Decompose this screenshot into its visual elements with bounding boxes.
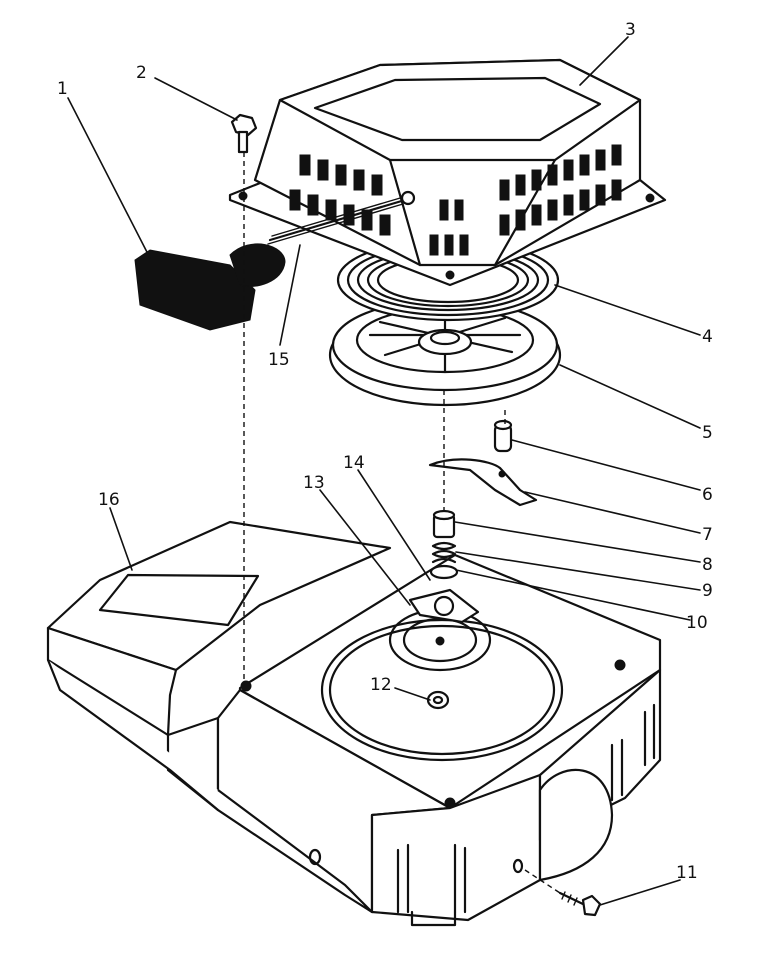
alignment-lines bbox=[243, 152, 561, 894]
callout-1: 1 bbox=[57, 79, 68, 99]
retainer-part bbox=[408, 588, 480, 624]
callout-8: 8 bbox=[702, 555, 713, 575]
callout-5: 5 bbox=[702, 423, 713, 443]
screw-part bbox=[558, 891, 602, 917]
leader-lines bbox=[67, 36, 701, 906]
callout-15: 15 bbox=[268, 350, 290, 370]
pulley-part bbox=[328, 298, 562, 407]
blower-housing-part bbox=[46, 520, 662, 927]
callout-3: 3 bbox=[625, 20, 636, 40]
callout-7: 7 bbox=[702, 525, 713, 545]
nut-part bbox=[426, 690, 450, 710]
spring-part bbox=[431, 541, 457, 564]
pulley-pin-part bbox=[432, 509, 456, 539]
callout-16: 16 bbox=[98, 490, 120, 510]
callout-10: 10 bbox=[686, 613, 708, 633]
callout-labels: 1 2 3 4 5 6 7 8 9 10 11 12 13 14 15 16 bbox=[57, 20, 713, 883]
pawl-part bbox=[428, 458, 538, 507]
callout-2: 2 bbox=[136, 63, 147, 83]
callout-14: 14 bbox=[343, 453, 365, 473]
washer-part bbox=[429, 564, 459, 580]
callout-13: 13 bbox=[303, 473, 325, 493]
callout-9: 9 bbox=[702, 581, 713, 601]
callout-11: 11 bbox=[676, 863, 698, 883]
starter-cover-part bbox=[228, 58, 667, 287]
callout-6: 6 bbox=[702, 485, 713, 505]
bolt-part bbox=[230, 113, 258, 154]
pin-part bbox=[493, 419, 513, 453]
callout-12: 12 bbox=[370, 675, 392, 695]
starter-handle-part bbox=[134, 243, 286, 331]
callout-4: 4 bbox=[702, 327, 713, 347]
starter-rope-part bbox=[267, 190, 416, 245]
